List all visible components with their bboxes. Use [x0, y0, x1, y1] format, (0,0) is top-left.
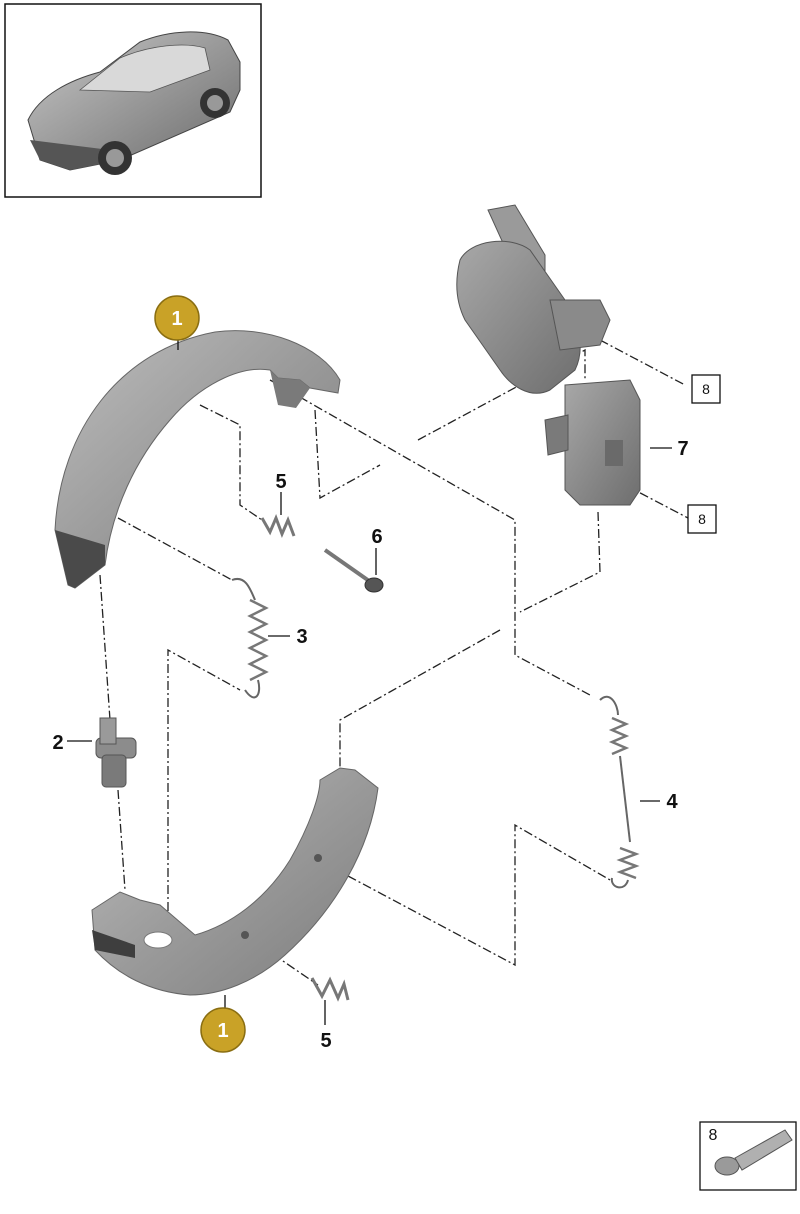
vehicle-thumbnail [4, 3, 262, 198]
label-hold-pin: 6 [371, 526, 382, 548]
ref-box-bolt-a-text: 8 [702, 381, 710, 397]
connection-lines [99, 339, 689, 986]
spring-short [231, 577, 269, 699]
leader-lines [67, 340, 672, 1025]
actuator [456, 204, 641, 506]
label-actuator: 7 [677, 438, 688, 460]
brake-shoe-upper [54, 330, 341, 589]
label-spring-long: 4 [666, 791, 678, 813]
badge-shoe-upper-text: 1 [171, 308, 182, 330]
inset-bolt-label: 8 [709, 1127, 718, 1144]
adjuster [95, 717, 137, 788]
label-hold-spring-lower: 5 [320, 1030, 331, 1052]
ref-box-bolt-b-text: 8 [698, 511, 706, 527]
bolt-illustration [714, 1129, 793, 1176]
badge-shoe-lower-text: 1 [217, 1020, 228, 1042]
hold-spring-upper [260, 513, 296, 539]
label-spring-short: 3 [296, 626, 307, 648]
badge-shoe-lower: 1 [200, 1007, 246, 1053]
brake-shoe-lower [91, 767, 379, 996]
hold-pin [323, 548, 384, 593]
badge-shoe-upper: 1 [154, 295, 200, 341]
car-illustration [27, 31, 241, 175]
ref-box-bolt-b: 8 [687, 504, 717, 534]
spring-long [599, 695, 640, 889]
hold-spring-lower [310, 976, 350, 1002]
label-adjuster: 2 [52, 732, 63, 754]
ref-box-bolt-a: 8 [691, 374, 721, 404]
label-hold-spring-upper: 5 [275, 471, 286, 493]
inset-bolt: 8 [699, 1121, 797, 1191]
